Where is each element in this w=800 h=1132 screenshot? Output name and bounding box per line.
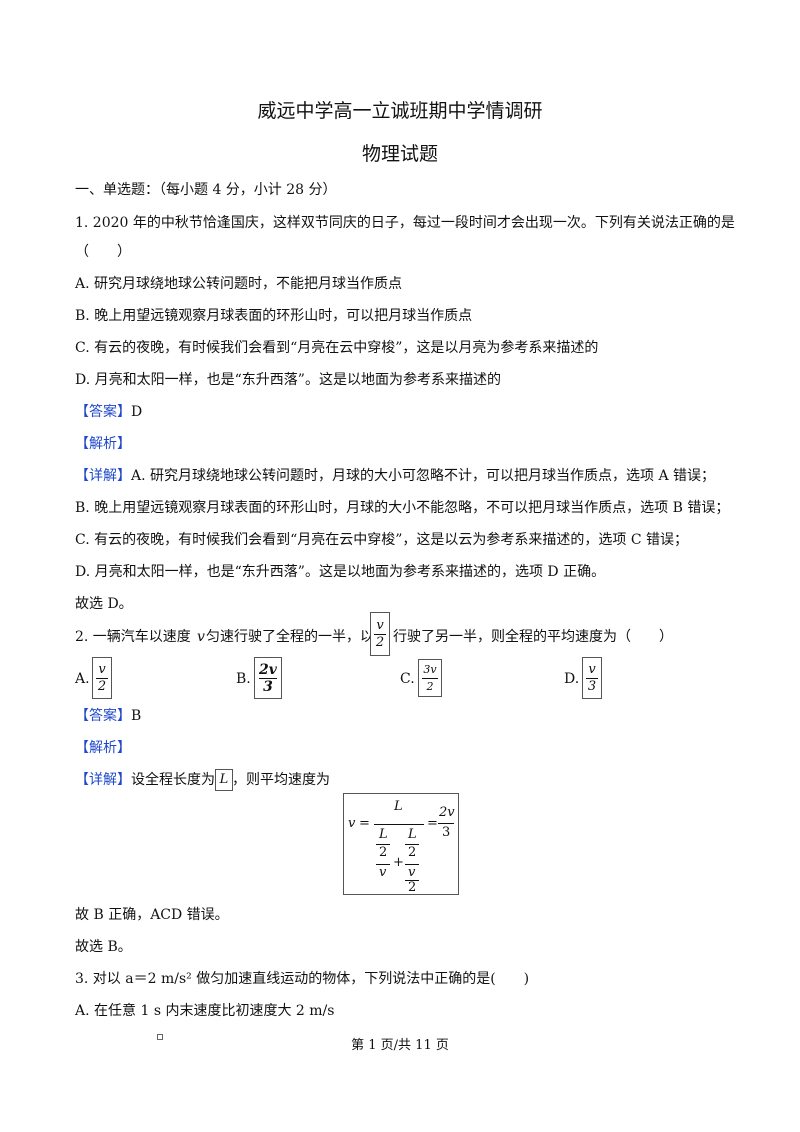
formula-L-1: L [379,827,388,842]
q2-option-d-label: D. [564,671,580,687]
q1-paren: （ ） [75,244,131,260]
page-footer: 第 1 页/共 11 页 [351,1038,449,1053]
q1-stem: 1. 2020 年的中秋节恰逢国庆，这样双节同庆的日子，每过一段时间才会出现一次… [75,215,735,231]
fraction-denominator: 2 [426,679,434,693]
q1-option-b: B. 晚上用望远镜观察月球表面的环形山时，可以把月球当作质点 [75,308,473,324]
formula-numerator: L [394,799,403,814]
answer-value: D [131,404,143,420]
q1-detail-c: C. 有云的夜晚，有时候我们会看到“月亮在云中穿梭”，这是以云为参考系来描述的，… [75,532,689,548]
q1-option-d: D. 月亮和太阳一样，也是“东升西落”。这是以地面为参考系来描述的 [75,372,501,388]
formula-v-2: v [408,865,416,880]
q1-option-a: A. 研究月球绕地球公转问题时，不能把月球当作质点 [75,276,403,292]
formula-two-2: 2 [408,845,417,860]
q1-detail-a: 【详解】A. 研究月球绕地球公转问题时，月球的大小可忽略不计，可以把月球当作质点… [75,467,715,485]
formula-two-3: 2 [408,880,417,895]
q2-conclusion: 故选 B。 [75,939,132,955]
fraction-denominator: 3 [587,678,597,694]
fraction-denominator: 2 [97,678,107,694]
detail-text-a: 设全程长度为 [131,772,215,788]
formula-plus: + [393,855,404,870]
answer-tag: 【答案】 [75,708,131,724]
q1-detail-b: B. 晚上用望远镜观察月球表面的环形山时，月球的大小不能忽略，不可以把月球当作质… [75,500,730,516]
q2-stem-part-b: 匀速行驶了全程的一半，以 [206,629,374,645]
q1-answer: 【答案】D [75,403,142,421]
q3-stem: 3. 对以 a＝2 m/s² 做匀加速直线运动的物体，下列说法中正确的是( ) [75,971,530,987]
q2-stem-part-c: 行驶了另一半，则全程的平均速度为（ ） [393,629,673,645]
q2-option-a-label: A. [75,671,90,687]
q2-answer: 【答案】B [75,707,141,725]
section-heading: 一、单选题：（每小题 4 分，小计 28 分） [75,182,337,198]
q2-detail-b: ，则平均速度为 [232,772,330,788]
q3-option-a: A. 在任意 1 s 内末速度比初速度大 2 m/s [75,1003,335,1019]
q2-after: 故 B 正确，ACD 错误。 [75,907,229,923]
answer-tag: 【答案】 [75,404,131,420]
q1-analysis-tag: 【解析】 [75,436,131,452]
formula-lhs: v [348,816,356,831]
formula-rhs-num: 2v [439,805,455,820]
fraction-denominator: 3 [263,678,273,695]
small-square-mark [157,1034,163,1040]
fraction-numerator: 2v [259,661,277,678]
detail-tag: 【详解】 [75,772,131,788]
q2-var-v: v [197,629,205,645]
page-title: 威远中学高一立诚班期中学情调研 [257,100,543,122]
fraction-numerator: 3v [423,662,437,676]
formula-equals-2: = [427,816,438,831]
fraction-denominator: 2 [375,634,385,650]
formula-equals: = [359,816,370,831]
average-velocity-formula: v = L L 2 v + L 2 v 2 = 2v 3 [343,793,459,895]
fraction-numerator: v [376,617,384,633]
q1-detail-d: D. 月亮和太阳一样，也是“东升西落”。这是以地面为参考系来描述的，选项 D 正… [75,564,606,580]
formula-L-2: L [408,827,417,842]
q2-option-c-label: C. [400,671,415,687]
q1-conclusion: 故选 D。 [75,596,133,612]
fraction-numerator: v [98,661,106,677]
q2-var-L: L [215,769,233,791]
answer-value: B [131,708,142,724]
formula-two-1: 2 [379,845,388,860]
page-subtitle: 物理试题 [361,143,438,165]
q1-option-c: C. 有云的夜晚，有时候我们会看到“月亮在云中穿梭”，这是以月亮为参考系来描述的 [75,340,599,356]
formula-v: v [379,865,387,880]
q2-option-b-label: B. [236,671,251,687]
detail-tag: 【详解】 [75,468,131,484]
fraction-numerator: v [588,661,596,677]
q2-stem-part-a: 2. 一辆汽车以速度 [75,629,191,645]
detail-text: A. 研究月球绕地球公转问题时，月球的大小可忽略不计，可以把月球当作质点，选项 … [131,468,716,484]
q2-detail: 【详解】设全程长度为 [75,771,215,789]
formula-rhs-den: 3 [442,825,451,840]
q2-analysis-tag: 【解析】 [75,740,131,756]
